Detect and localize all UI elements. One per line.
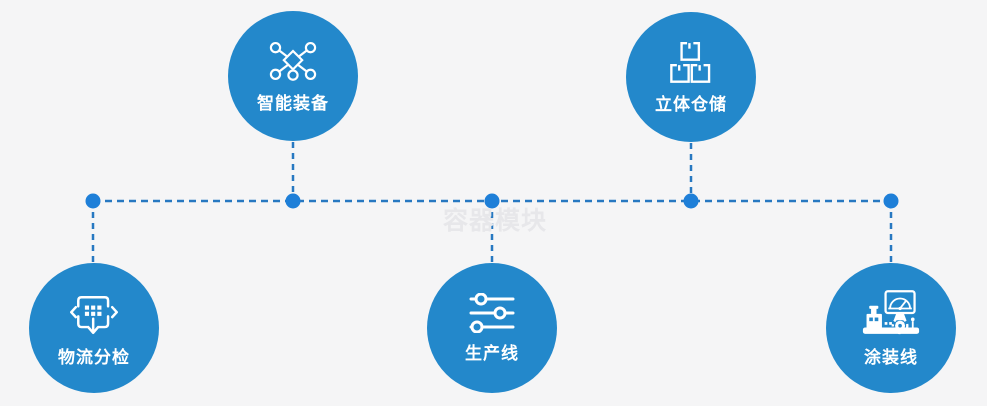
junction-dot [683,193,699,209]
machine-icon [862,290,920,335]
watermark-text: 容器模块 [443,206,548,235]
junction-dot [883,193,899,209]
bubble-label: 生产线 [465,344,519,364]
bubble-label: 涂装线 [864,348,918,368]
junction-dot [85,193,101,209]
bubble-label: 智能装备 [257,94,329,114]
network-icon [269,42,317,81]
bubble-label: 立体仓储 [655,95,727,115]
sliders-icon [469,293,515,333]
bubble-production-line: 生产线 [427,263,557,393]
bubble-painting-line: 涂装线 [826,263,956,393]
move-arrows-icon [70,296,118,335]
junction-dot [285,193,301,209]
bubble-logistics-sorting: 物流分检 [29,263,159,393]
bubble-label: 物流分检 [58,348,130,368]
bubble-smart-equipment: 智能装备 [228,11,358,141]
bubble-stereo-warehouse: 立体仓储 [626,12,756,142]
boxes-icon [670,41,711,83]
